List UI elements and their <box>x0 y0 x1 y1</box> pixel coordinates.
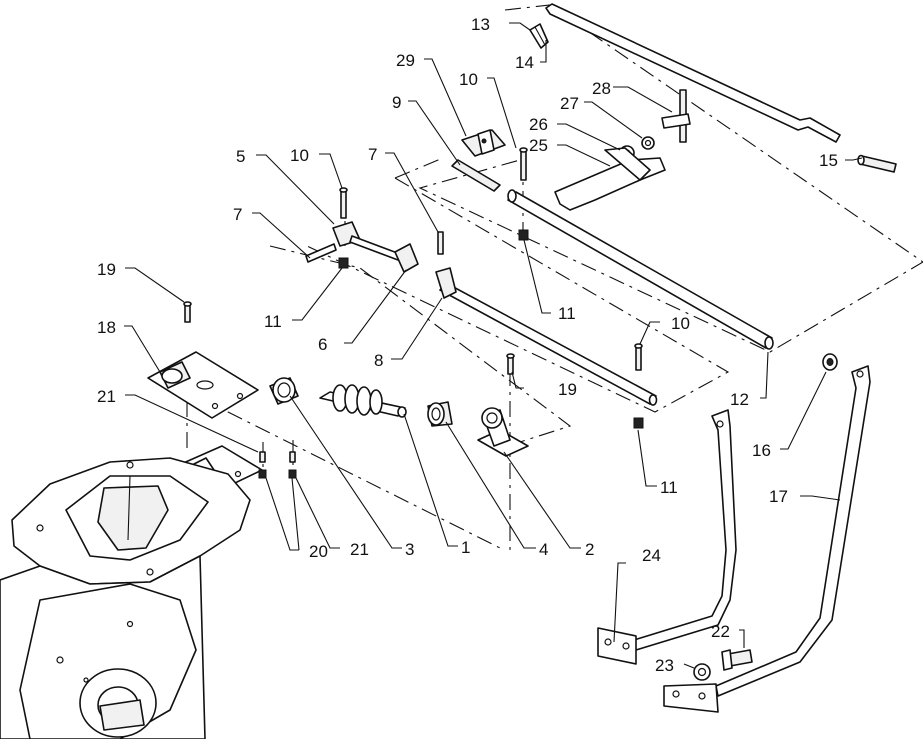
callout-20: 20 <box>309 542 328 561</box>
callout-22: 22 <box>711 622 730 641</box>
bottom-bolt-nut <box>693 649 753 681</box>
long-support-arm <box>663 365 871 713</box>
washer <box>822 353 838 371</box>
callout-8: 8 <box>374 351 383 370</box>
callout-7-left: 7 <box>233 205 242 224</box>
worm-shaft <box>319 384 407 418</box>
upper-shift-rod <box>529 3 841 143</box>
callout-19-left: 19 <box>97 260 116 279</box>
callout-21-left: 21 <box>97 387 116 406</box>
callout-18: 18 <box>97 318 116 337</box>
upper-cross-tube <box>507 189 774 350</box>
callout-15: 15 <box>819 151 838 170</box>
assembly-guide-lines <box>186 4 923 550</box>
callout-26: 26 <box>529 115 548 134</box>
short-support-arm <box>597 409 737 665</box>
callout-9: 9 <box>392 93 401 112</box>
callout-23: 23 <box>655 656 674 675</box>
pivot-block <box>305 221 419 273</box>
guide-bracket-area <box>269 245 572 443</box>
short-connecting-rod <box>451 159 501 192</box>
bearing-bracket <box>477 407 529 457</box>
rod-sleeve <box>857 154 897 173</box>
callout-4: 4 <box>539 540 548 559</box>
bushing-right <box>427 401 453 427</box>
rod-coupler <box>461 129 506 157</box>
lower-cross-tube <box>435 231 658 406</box>
callout-24: 24 <box>642 546 661 565</box>
callout-10-left: 10 <box>290 146 309 165</box>
callout-17: 17 <box>769 487 788 506</box>
leader-lines <box>124 22 863 669</box>
callout-labels: 13 14 29 10 28 27 26 25 9 15 5 10 7 7 11… <box>97 15 838 675</box>
bolts-and-nuts <box>183 147 644 429</box>
gear-housing <box>0 457 251 739</box>
callout-12: 12 <box>730 390 749 409</box>
guide-lower-rod-area <box>304 177 730 413</box>
callout-28: 28 <box>592 79 611 98</box>
callout-27: 27 <box>560 94 579 113</box>
shift-handle <box>661 89 691 143</box>
bushing-left <box>269 377 299 405</box>
callout-13: 13 <box>471 15 490 34</box>
callout-16: 16 <box>752 441 771 460</box>
callout-10-top: 10 <box>459 70 478 89</box>
mounting-plate <box>147 351 259 419</box>
callout-5: 5 <box>236 147 245 166</box>
callout-7-mid: 7 <box>368 145 377 164</box>
callout-19-right: 19 <box>558 380 577 399</box>
callout-10-right: 10 <box>671 314 690 333</box>
guide-upper-rod-area <box>418 4 923 353</box>
callout-29: 29 <box>396 51 415 70</box>
callout-11-left: 11 <box>264 312 282 331</box>
callout-11-mid: 11 <box>558 304 576 323</box>
callout-1: 1 <box>461 538 470 557</box>
callout-25: 25 <box>529 136 548 155</box>
callout-2: 2 <box>585 540 594 559</box>
callout-11-right: 11 <box>660 478 678 497</box>
callout-21-right: 21 <box>350 540 369 559</box>
callout-14: 14 <box>515 53 534 72</box>
callout-6: 6 <box>318 335 327 354</box>
callout-3: 3 <box>405 540 414 559</box>
